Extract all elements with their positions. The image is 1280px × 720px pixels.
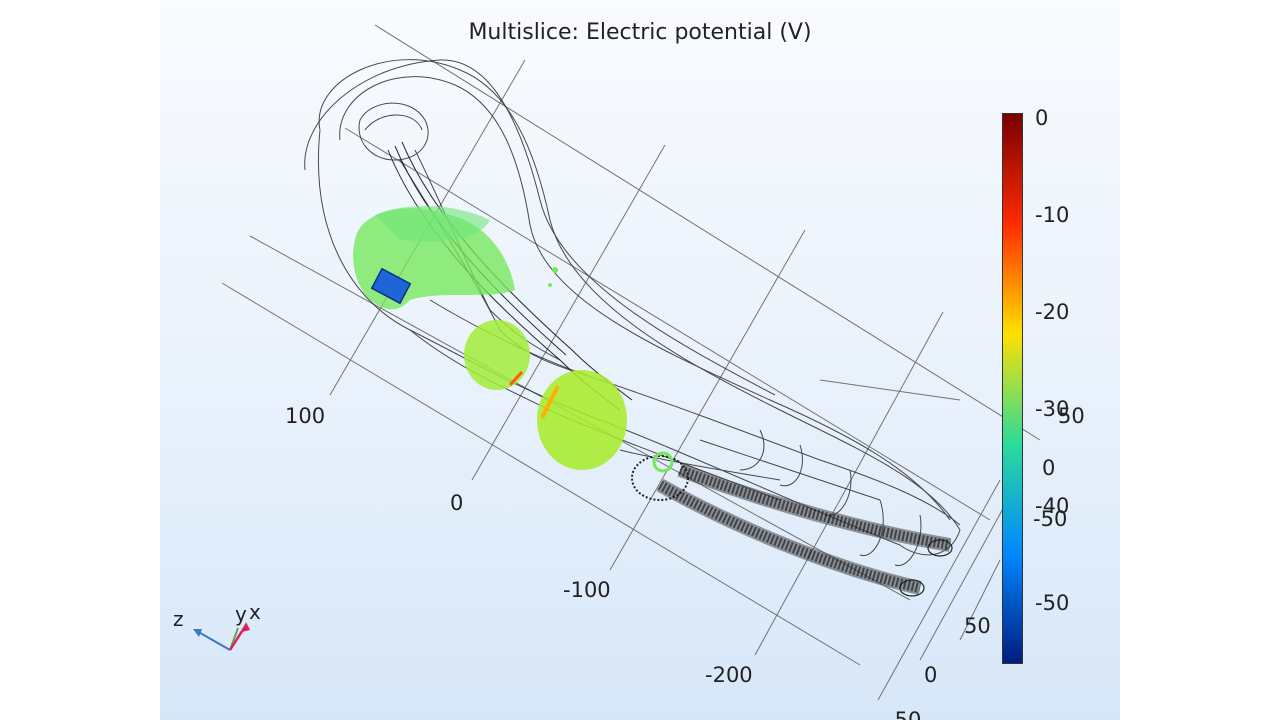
3d-scene[interactable] [160,0,1120,720]
triad-label-z: z [173,607,184,631]
forearm-bones [631,455,953,597]
axis-tick-side-50: 50 [1058,404,1085,428]
axis-tick-right-0: 0 [924,663,938,687]
axis-triad [193,622,250,651]
colorbar [1002,113,1023,664]
slice-shoulder-upper [375,205,490,242]
arm-wireframe [304,59,961,566]
axis-tick-bottom-minus-50: -50 [887,708,922,720]
colorbar-tick-minus-50: -50 [1035,591,1070,615]
axis-tick-side-0: 0 [1042,456,1056,480]
axis-tick-0: 0 [450,491,464,515]
axis-tick-minus-100: -100 [563,578,611,602]
colorbar-tick-minus-30: -30 [1035,397,1070,421]
slice-joint [652,451,674,473]
plot-area[interactable]: Multislice: Electric potential (V) 100 0… [160,0,1120,720]
colorbar-tick-0: 0 [1035,106,1049,130]
colorbar-tick-minus-10: -10 [1035,203,1070,227]
slice-elbow [537,370,627,470]
axis-tick-minus-200: -200 [705,663,753,687]
axis-tick-right-50: 50 [964,614,991,638]
potential-slices [353,205,674,473]
colorbar-tick-minus-20: -20 [1035,300,1070,324]
triad-label-x: x [249,600,261,624]
plot-title: Multislice: Electric potential (V) [468,20,812,45]
grid-lines [221,24,1041,701]
axis-tick-100: 100 [285,404,326,428]
electrode-block [370,267,412,305]
slice-upper-arm [464,320,530,390]
triad-label-y: y [235,602,247,626]
axis-tick-side-minus-50: -50 [1033,507,1068,531]
colorbar-tick-minus-40: -40 [1035,494,1070,518]
